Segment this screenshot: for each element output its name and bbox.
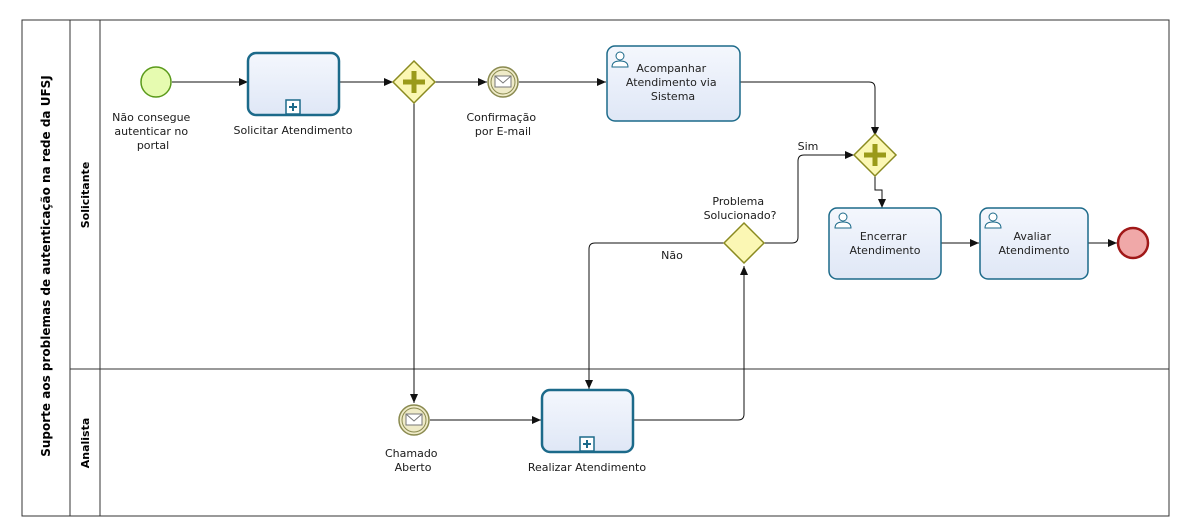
end-event[interactable]	[1116, 226, 1150, 260]
subprocess-solicitar-atendimento[interactable]	[246, 51, 341, 117]
message-chamado-label: Chamado Aberto	[385, 447, 441, 474]
flow-decision-sim	[764, 151, 854, 244]
collapsed-subprocess-plus-icon	[285, 99, 301, 115]
sequence-flows	[172, 78, 1117, 424]
flow-realizar-to-decision	[633, 266, 748, 421]
envelope-icon	[405, 413, 423, 426]
collapsed-subprocess-plus-icon	[579, 436, 595, 452]
user-icon	[611, 51, 629, 68]
message-event-confirmacao[interactable]	[487, 66, 519, 98]
flow-join-to-encerrar	[874, 176, 886, 208]
gateway-problema-label: Problema Solucionado?	[704, 195, 777, 222]
flow-decision-nao	[585, 242, 724, 389]
flow-sim-label: Sim	[798, 140, 819, 153]
exclusive-gateway-problema[interactable]	[722, 221, 766, 265]
parallel-plus-icon	[403, 71, 425, 93]
parallel-gateway-join[interactable]	[852, 132, 898, 178]
envelope-icon	[494, 75, 512, 88]
task-acompanhar-label: Acompanhar Atendimento via Sistema	[626, 62, 720, 103]
start-event[interactable]	[140, 66, 172, 98]
user-icon	[984, 212, 1002, 229]
subprocess-solicitar-label: Solicitar Atendimento	[234, 124, 353, 137]
lane-title-analista: Analista	[79, 418, 92, 469]
message-event-chamado[interactable]	[398, 404, 430, 436]
flow-nao-label: Não	[661, 249, 683, 262]
message-confirmacao-label: Confirmação por E-mail	[466, 111, 539, 138]
pool-title: Suporte aos problemas de autenticação na…	[39, 75, 53, 457]
user-icon	[834, 212, 852, 229]
task-encerrar-label: Encerrar Atendimento	[850, 230, 921, 257]
parallel-plus-icon	[864, 144, 886, 166]
subprocess-realizar-atendimento[interactable]	[540, 388, 635, 454]
start-event-label: Não consegue autenticar no portal	[112, 111, 194, 152]
parallel-gateway-split[interactable]	[391, 59, 437, 105]
task-acompanhar-atendimento[interactable]: Acompanhar Atendimento via Sistema	[606, 45, 741, 122]
task-avaliar-atendimento[interactable]: Avaliar Atendimento	[979, 207, 1089, 280]
task-avaliar-label: Avaliar Atendimento	[999, 230, 1070, 257]
flow-acompanhar-to-join	[740, 81, 879, 136]
subprocess-realizar-label: Realizar Atendimento	[528, 461, 646, 474]
task-encerrar-atendimento[interactable]: Encerrar Atendimento	[828, 207, 942, 280]
lane-title-solicitante: Solicitante	[79, 162, 92, 229]
